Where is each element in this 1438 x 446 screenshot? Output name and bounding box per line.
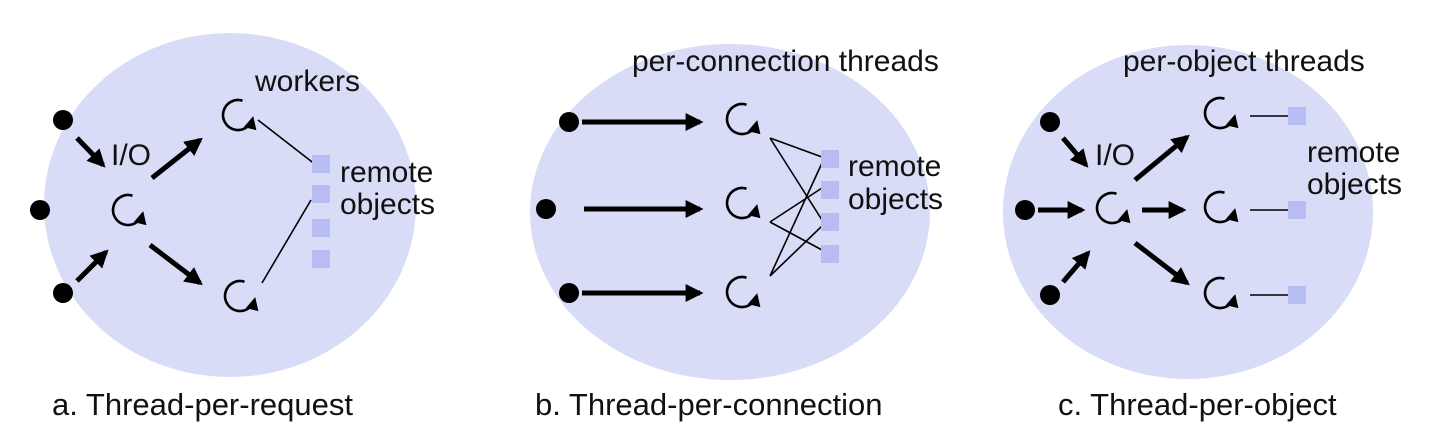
remote-object bbox=[821, 150, 839, 168]
client-dot bbox=[1040, 112, 1060, 132]
remote-label: remote bbox=[1307, 136, 1400, 169]
panel-caption: a. Thread-per-request bbox=[52, 387, 353, 422]
remote-label: remote bbox=[340, 156, 433, 189]
access-line bbox=[257, 119, 317, 166]
panel-thread-per-request: workers I/O remote objects a. Thread-per… bbox=[30, 33, 435, 422]
panel-thread-per-object: per-object threads I/O remote objects c.… bbox=[1003, 45, 1402, 422]
remote-object bbox=[312, 219, 330, 237]
dispatch-arrow bbox=[1133, 241, 1190, 286]
panel-thread-per-connection: per-connection threads remote objects b.… bbox=[530, 44, 943, 422]
remote-label: remote bbox=[848, 150, 941, 183]
request-arrow bbox=[1061, 250, 1091, 284]
client-dot bbox=[536, 199, 556, 219]
client-dot bbox=[1015, 200, 1035, 220]
remote-object bbox=[312, 155, 330, 173]
workers-label: workers bbox=[254, 65, 360, 98]
request-arrow bbox=[1061, 136, 1089, 168]
remote-object bbox=[821, 213, 839, 231]
client-dot bbox=[53, 110, 73, 130]
client-dot bbox=[53, 283, 73, 303]
remote-object bbox=[312, 250, 330, 268]
request-arrow bbox=[75, 249, 109, 283]
objects-label: objects bbox=[1307, 168, 1402, 201]
access-line bbox=[261, 199, 312, 284]
panel-caption: c. Thread-per-object bbox=[1058, 387, 1337, 422]
client-dot bbox=[559, 112, 579, 132]
io-label: I/O bbox=[1095, 139, 1135, 172]
panel-caption: b. Thread-per-connection bbox=[535, 387, 883, 422]
request-arrow bbox=[75, 136, 106, 168]
dispatch-arrow bbox=[150, 137, 203, 180]
access-lines bbox=[769, 137, 823, 277]
remote-object bbox=[312, 185, 330, 203]
client-dot bbox=[1040, 285, 1060, 305]
client-dot bbox=[559, 283, 579, 303]
server-region bbox=[44, 33, 416, 377]
remote-object bbox=[821, 181, 839, 199]
remote-object bbox=[1288, 107, 1306, 125]
io-label: I/O bbox=[111, 139, 151, 172]
client-dot bbox=[30, 200, 50, 220]
threads-label: per-object threads bbox=[1123, 45, 1365, 78]
threads-label: per-connection threads bbox=[632, 45, 939, 78]
remote-object bbox=[1288, 286, 1306, 304]
dispatch-arrow bbox=[148, 243, 203, 286]
dispatch-arrow bbox=[1133, 134, 1190, 182]
remote-object bbox=[1288, 201, 1306, 219]
remote-object bbox=[821, 245, 839, 263]
objects-label: objects bbox=[848, 183, 943, 216]
objects-label: objects bbox=[340, 188, 435, 221]
